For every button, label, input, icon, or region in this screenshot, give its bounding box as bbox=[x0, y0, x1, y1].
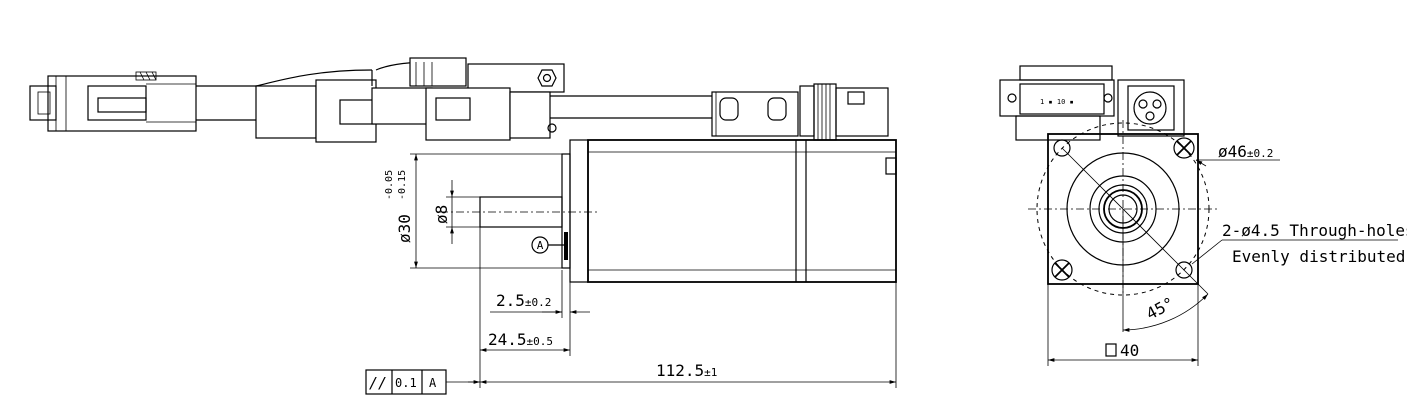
encoder-cable bbox=[196, 61, 433, 143]
flange-tol-upper: -0.05 bbox=[384, 170, 395, 200]
parallelism-tolerance-frame: // 0.1 A bbox=[365, 369, 480, 395]
tolerance-symbol: // bbox=[369, 374, 387, 392]
front-connector: 1 ▪ 10 ▪ bbox=[999, 65, 1185, 141]
svg-text:2.5±0.2: 2.5±0.2 bbox=[496, 291, 551, 310]
svg-text:ø8: ø8 bbox=[432, 205, 451, 224]
shaft-offset-tol: ±0.2 bbox=[525, 296, 552, 309]
frame-size-dimension: 40 bbox=[1047, 284, 1199, 366]
shaft-length-dimension: 24.5±0.5 bbox=[480, 330, 570, 352]
mounting-holes-label: 2-ø4.5 Through-holes bbox=[1222, 221, 1407, 240]
svg-text:24.5±0.5: 24.5±0.5 bbox=[488, 330, 553, 349]
mounting-holes-note-label: Evenly distributed bbox=[1232, 247, 1405, 266]
svg-text:1 ▪ 10 ▪: 1 ▪ 10 ▪ bbox=[1040, 98, 1074, 106]
flange-tol-lower: -0.15 bbox=[397, 170, 408, 200]
motor-body bbox=[561, 139, 897, 283]
total-length-tol: ±1 bbox=[704, 366, 717, 379]
shaft-diameter-dimension: ø8 bbox=[432, 180, 480, 244]
bolt-circle-label: ø46 bbox=[1218, 142, 1247, 161]
shaft-length-label: 24.5 bbox=[488, 330, 527, 349]
bolt-circle-dimension: ø46±0.2 bbox=[1195, 142, 1280, 167]
side-view: A ø30 -0.05 -0.15 bbox=[29, 57, 897, 395]
motor-connector bbox=[711, 83, 889, 141]
datum-a-label: A bbox=[537, 239, 544, 252]
svg-text:ø46±0.2: ø46±0.2 bbox=[1218, 142, 1273, 161]
svg-text:-0.05: -0.05 bbox=[384, 170, 395, 200]
datum-a: A bbox=[531, 232, 568, 260]
svg-text:ø30: ø30 bbox=[395, 214, 414, 243]
tolerance-datum: A bbox=[429, 376, 437, 390]
shaft-offset-dimension: 2.5±0.2 bbox=[490, 291, 590, 314]
front-view: 1 ▪ 10 ▪ bbox=[999, 65, 1407, 366]
shaft-offset-label: 2.5 bbox=[496, 291, 525, 310]
shaft-length-tol: ±0.5 bbox=[527, 335, 554, 348]
bolt-circle-tol: ±0.2 bbox=[1247, 147, 1274, 160]
power-connector bbox=[409, 57, 712, 141]
encoder-connector bbox=[29, 71, 197, 132]
frame-size-label: 40 bbox=[1120, 341, 1139, 360]
svg-text:-0.15: -0.15 bbox=[397, 170, 408, 200]
shaft-diameter-label: ø8 bbox=[432, 205, 451, 224]
flange-diameter-dimension: ø30 -0.05 -0.15 bbox=[384, 153, 562, 269]
tolerance-value: 0.1 bbox=[395, 376, 417, 390]
motor-shaft bbox=[440, 196, 600, 228]
total-length-label: 112.5 bbox=[656, 361, 704, 380]
mounting-holes-note: 2-ø4.5 Through-holes Evenly distributed bbox=[1191, 221, 1407, 266]
flange-diameter-label: ø30 bbox=[395, 214, 414, 243]
svg-text:112.5±1: 112.5±1 bbox=[656, 361, 717, 380]
total-length-dimension: 112.5±1 bbox=[480, 361, 896, 384]
